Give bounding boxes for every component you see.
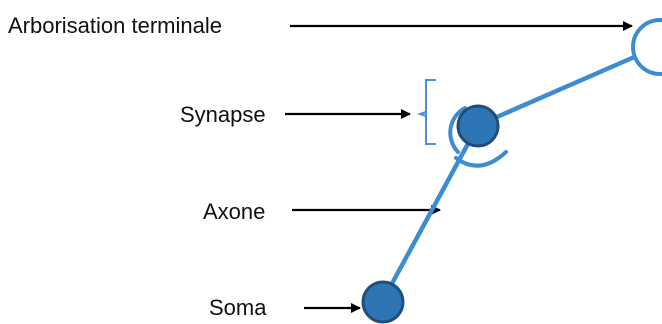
label-arborisation-terminale: Arborisation terminale [8,13,222,38]
synapse-lower-arc [454,150,508,168]
soma-node [361,280,405,324]
axon-upper-segment [487,55,635,123]
synapse-bracket [416,79,436,145]
axon-lower-segment [379,137,473,305]
synapse-node [456,104,500,148]
label-axone: Axone [203,199,265,224]
arborisation-terminale-node [631,18,662,76]
label-synapse: Synapse [180,102,266,127]
label-soma: Soma [209,295,267,320]
synapse-cup-arc [448,106,467,154]
